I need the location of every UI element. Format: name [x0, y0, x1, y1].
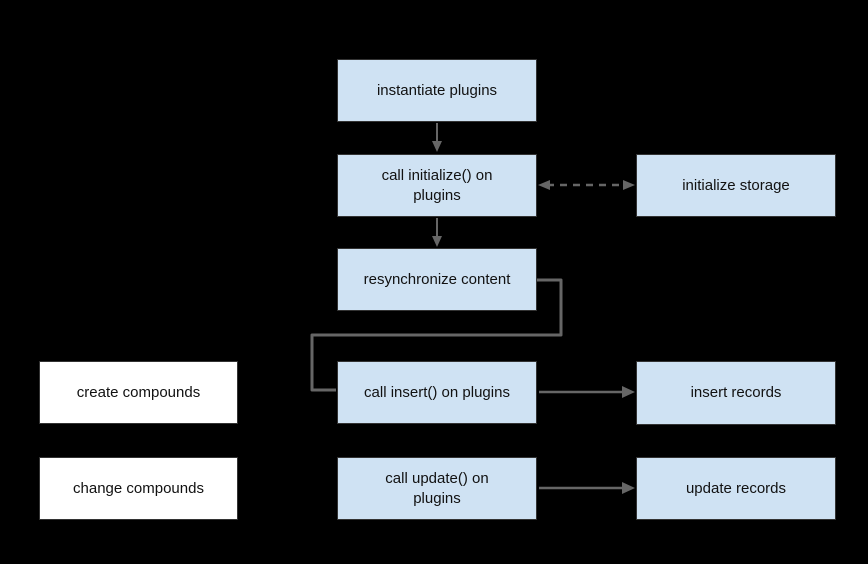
node-change-compounds: change compounds	[39, 457, 238, 520]
node-insert-records: insert records	[636, 361, 836, 425]
arrow-insert-to-records	[539, 386, 635, 398]
node-initialize-storage: initialize storage	[636, 154, 836, 217]
arrow-initialize-to-storage-dashed	[538, 180, 635, 190]
connector-resync-to-insert	[310, 278, 563, 392]
node-call-initialize-on-plugins: call initialize() on plugins	[337, 154, 537, 217]
arrow-initialize-to-resync	[432, 218, 442, 247]
node-call-insert-on-plugins: call insert() on plugins	[337, 361, 537, 424]
node-resynchronize-content: resynchronize content	[337, 248, 537, 311]
node-call-update-on-plugins: call update() on plugins	[337, 457, 537, 520]
node-instantiate-plugins: instantiate plugins	[337, 59, 537, 122]
node-create-compounds: create compounds	[39, 361, 238, 424]
arrow-instantiate-to-initialize	[432, 123, 442, 152]
arrow-update-to-records	[539, 482, 635, 494]
node-update-records: update records	[636, 457, 836, 520]
